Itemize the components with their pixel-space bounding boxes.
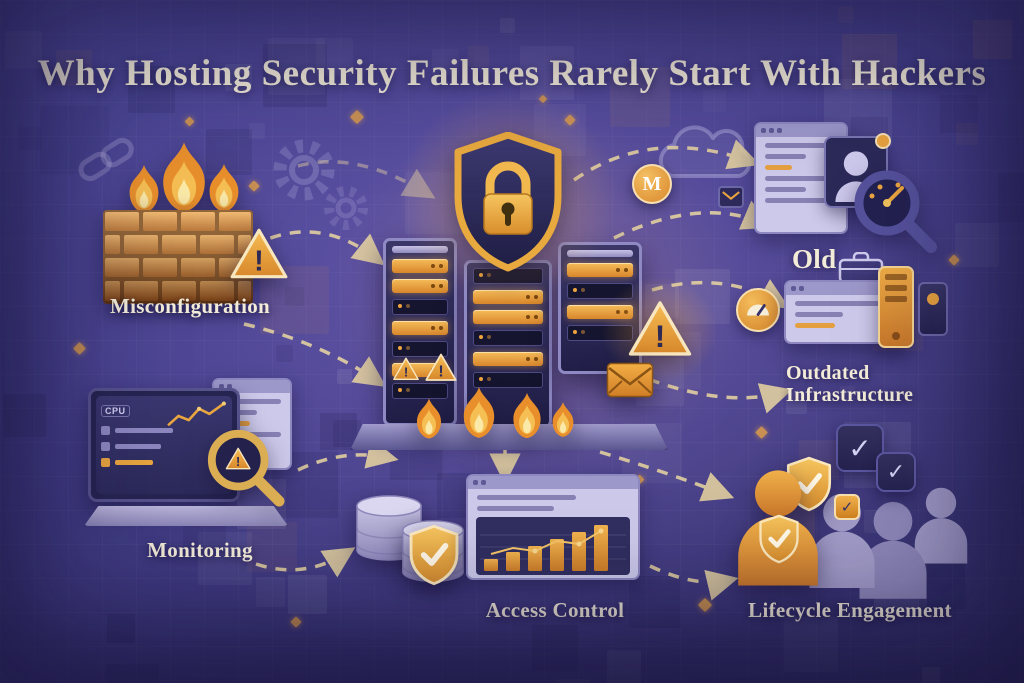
mosaic-square [315, 38, 354, 76]
gear-icon [273, 139, 368, 230]
mosaic-square [837, 6, 855, 23]
magnifier-warning-icon [207, 429, 285, 507]
mail-icon [718, 186, 744, 208]
chain-icon [78, 137, 134, 182]
mosaic-square [468, 46, 490, 68]
access-chart [476, 517, 630, 575]
keyboard-icon [84, 506, 288, 526]
mosaic-square [275, 344, 293, 362]
list-item [101, 442, 227, 451]
server-platform [350, 424, 668, 450]
mosaic-square [337, 369, 352, 384]
mosaic-square [956, 122, 978, 145]
mosaic-square [249, 123, 265, 140]
list-item [101, 426, 227, 435]
mosaic-square [606, 650, 642, 683]
mosaic-square [198, 531, 252, 586]
check-tile-icon: ✓ [876, 452, 916, 492]
shield-check-icon [758, 514, 800, 564]
mosaic-square [287, 574, 328, 615]
gauge-magnifier-icon [854, 170, 937, 253]
mosaic-square [247, 521, 298, 572]
misconfiguration-label: Misconfiguration [110, 294, 270, 318]
legacy-window-icon [784, 280, 894, 344]
mosaic-square [284, 286, 305, 306]
mosaic-square [206, 129, 252, 175]
shield-check-icon [408, 524, 460, 586]
outdated-infrastructure-label: Outdated Infrastructure [786, 362, 914, 407]
warning-icon [228, 226, 290, 282]
mosaic-square [520, 46, 574, 100]
mosaic-square [40, 105, 109, 174]
flame-icon [417, 387, 574, 439]
status-dot [875, 133, 891, 149]
cpu-label: CPU [101, 405, 130, 417]
mosaic-square [841, 34, 897, 90]
server-tower-icon [878, 266, 914, 348]
mosaic-square [5, 30, 43, 68]
mosaic-square [973, 20, 1013, 60]
chart-window-icon [466, 474, 640, 580]
old-label: Old [792, 244, 837, 274]
mosaic-square [783, 617, 839, 673]
mosaic-square [55, 49, 92, 86]
mosaic-square [840, 386, 856, 402]
mosaic-square [555, 679, 590, 683]
mosaic-square [255, 577, 286, 607]
mosaic-square [432, 49, 459, 76]
gauge-icon [736, 288, 780, 332]
warning-icon [393, 353, 457, 382]
mosaic-square [18, 126, 43, 151]
check-tile-icon: ✓ [834, 494, 860, 520]
m-badge-letter: M [642, 172, 662, 195]
envelope-icon [606, 362, 654, 398]
shield-lock-icon [454, 132, 562, 272]
m-badge-icon: M [632, 164, 672, 204]
mosaic-square [532, 624, 579, 672]
mosaic-square [1020, 485, 1024, 516]
list-item [101, 458, 227, 467]
check-tile-icon: ✓ [836, 424, 884, 472]
mosaic-square [127, 65, 175, 113]
mosaic-square [954, 222, 1000, 267]
mosaic-square [319, 413, 357, 450]
mosaic-square [268, 38, 326, 96]
mosaic-square [628, 575, 681, 628]
mosaic-square [105, 664, 159, 683]
mosaic-square [107, 614, 136, 643]
warning-icon [626, 298, 694, 360]
lifecycle-engagement-label: Lifecycle Engagement [748, 598, 952, 622]
firewall-icon [103, 210, 253, 304]
server-rack-icon [558, 242, 642, 374]
mosaic-square [610, 67, 671, 128]
mosaic-square [675, 268, 731, 324]
cpu-chart-icon [167, 401, 226, 427]
device-icon [918, 282, 948, 336]
mosaic-square [500, 17, 516, 33]
page-title: Why Hosting Security Failures Rarely Sta… [37, 53, 987, 94]
mosaic-square [224, 63, 252, 91]
mosaic-square [998, 173, 1024, 223]
mosaic-square [263, 43, 327, 108]
monitoring-label: Monitoring [147, 538, 253, 562]
access-control-label: Access Control [485, 598, 625, 622]
mosaic-square [939, 95, 978, 134]
mosaic-square [921, 666, 941, 683]
mosaic-square [2, 394, 46, 438]
